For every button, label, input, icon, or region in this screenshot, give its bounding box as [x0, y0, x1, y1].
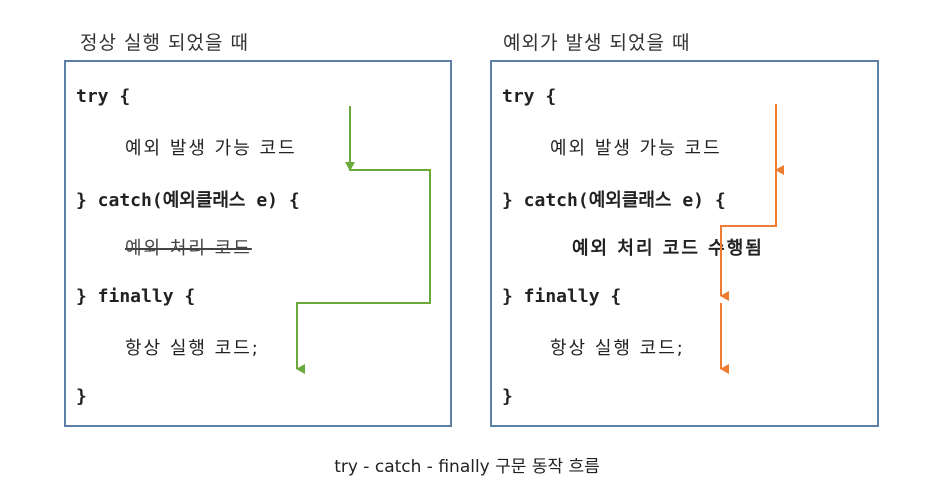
left-finally-open: } finally {: [76, 286, 196, 307]
left-catch-open: } catch(예외클래스 e) {: [76, 190, 300, 211]
left-finally-body: 항상 실행 코드;: [125, 338, 260, 359]
diagram-caption: try - catch - finally 구문 동작 흐름: [334, 457, 600, 477]
left-panel-title: 정상 실행 되었을 때: [80, 32, 249, 54]
left-close-brace: }: [76, 386, 87, 407]
right-finally-body: 항상 실행 코드;: [550, 338, 685, 359]
right-code-panel: [490, 60, 879, 427]
normal-flow-arrow: [296, 106, 431, 374]
exception-flow-arrow-2: [720, 170, 777, 301]
right-try-open: try {: [502, 86, 557, 107]
right-try-body: 예외 발생 가능 코드: [550, 138, 722, 159]
normal-flow-tick: [345, 162, 355, 171]
left-try-open: try {: [76, 86, 131, 107]
right-catch-open: } catch(예외클래스 e) {: [502, 190, 726, 211]
right-close-brace: }: [502, 386, 513, 407]
left-try-body: 예외 발생 가능 코드: [125, 138, 297, 159]
left-catch-body: 예외 처리 코드: [125, 238, 252, 259]
left-code-panel: [64, 60, 452, 427]
right-finally-open: } finally {: [502, 286, 622, 307]
right-panel-title: 예외가 발생 되었을 때: [503, 32, 691, 54]
